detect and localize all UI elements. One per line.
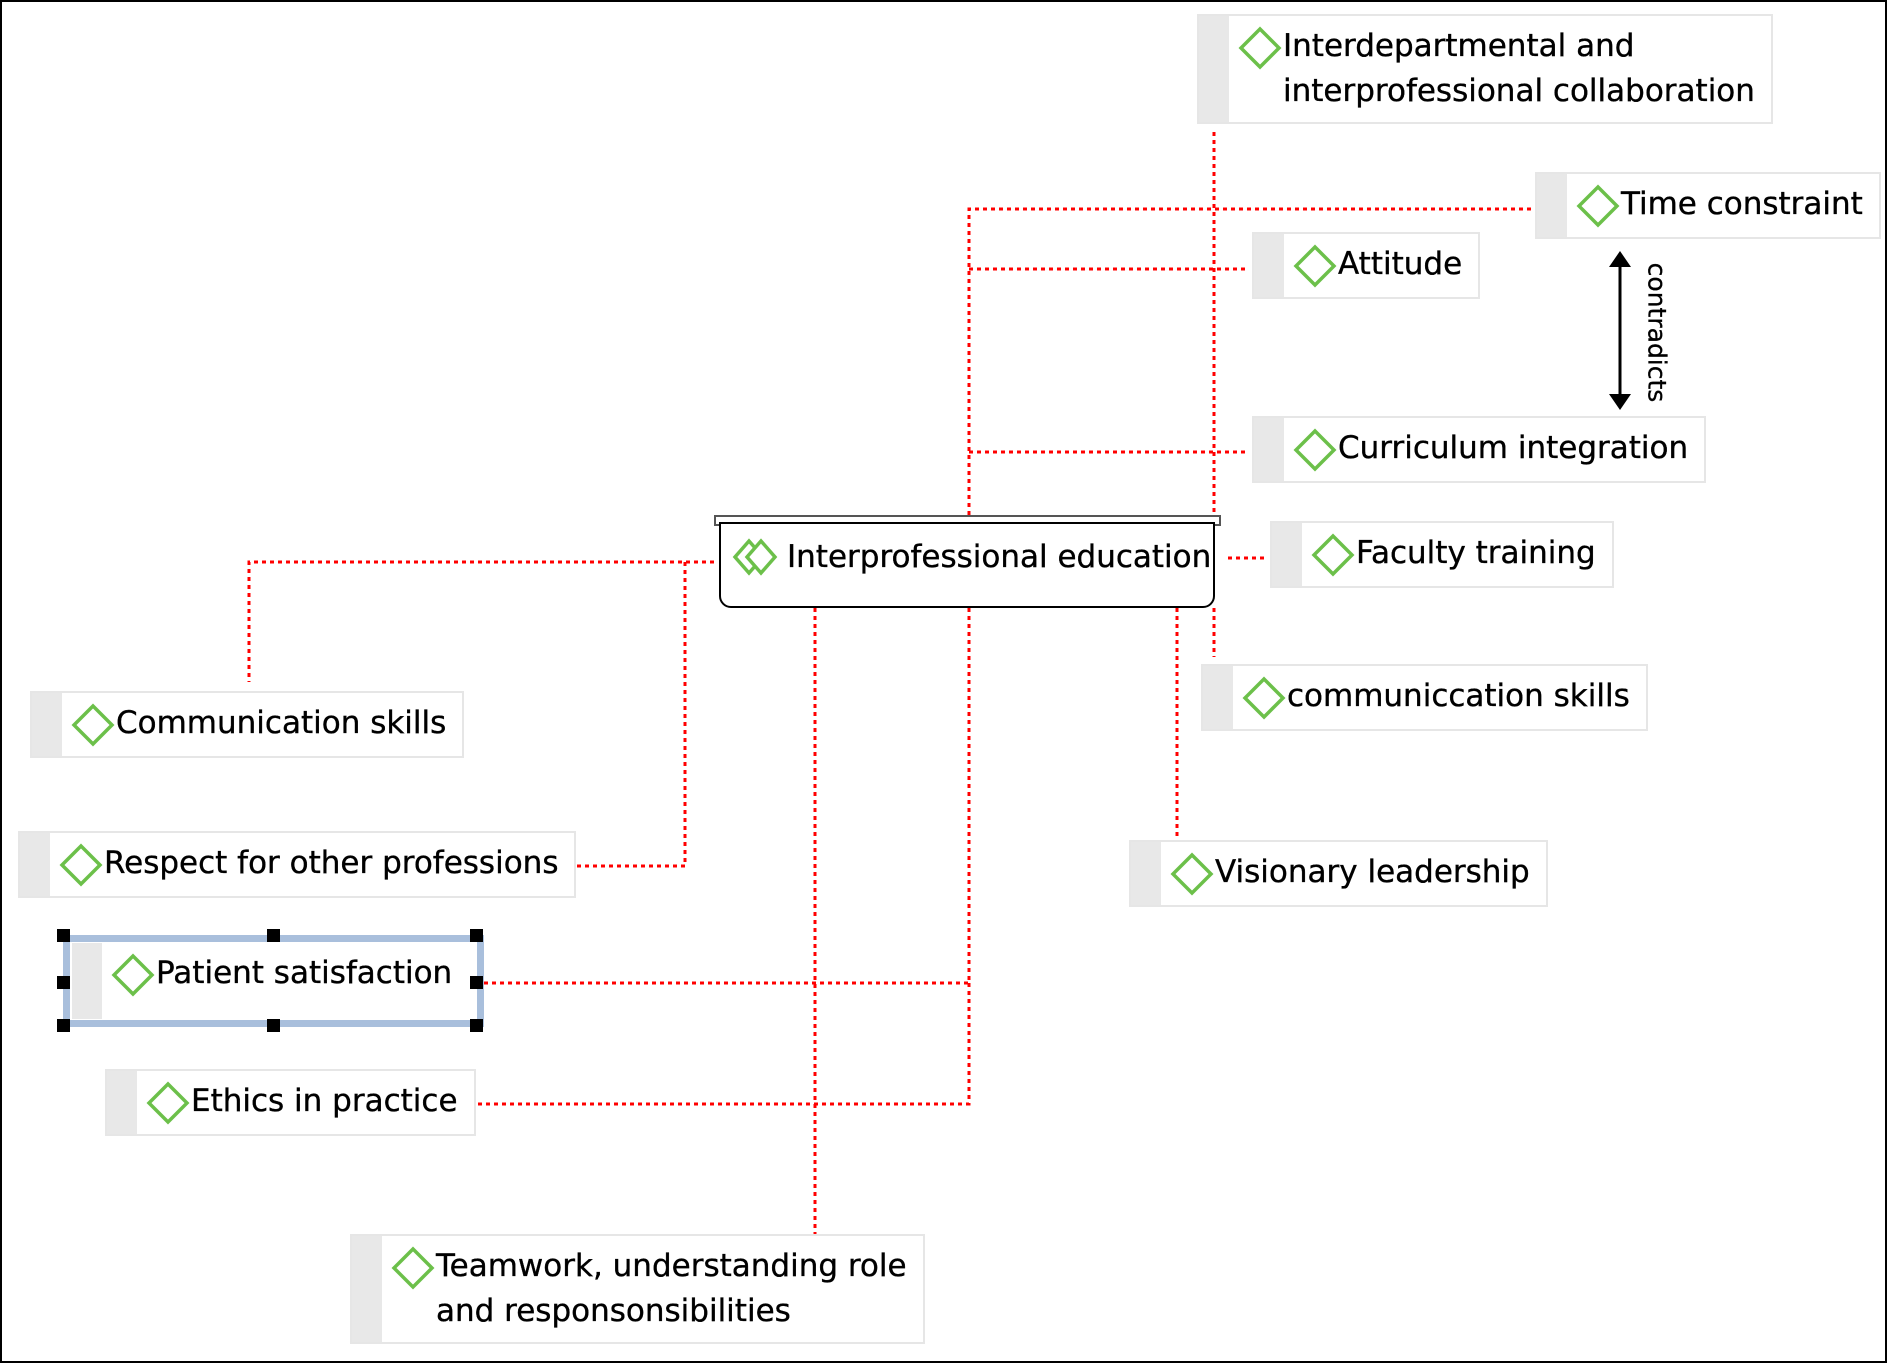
node-label: communiccation skills <box>1287 678 1630 714</box>
node-teamwork[interactable]: Teamwork, understanding role and respons… <box>350 1234 925 1344</box>
diamond-code-icon <box>1293 428 1337 472</box>
node-stripe <box>1272 523 1302 586</box>
diamond <box>1293 244 1337 288</box>
diamond <box>59 843 103 887</box>
link-respect <box>572 562 687 868</box>
diamond-code-icon <box>1293 244 1337 288</box>
double-diamond-code-icon <box>732 538 778 576</box>
node-patient-satisfaction[interactable]: Patient satisfaction <box>72 943 476 1019</box>
node-label: Patient satisfaction <box>156 955 453 991</box>
node-stripe <box>1254 234 1284 297</box>
node-stripe <box>107 1071 137 1134</box>
dotted-links <box>247 132 1535 1235</box>
resize-handle-bottom-left[interactable] <box>57 1019 70 1032</box>
diamond <box>391 1246 435 1290</box>
diamond-code-icon <box>1311 533 1355 577</box>
node-label-line-2: and responsonsibilities <box>436 1293 791 1329</box>
diamond <box>1576 184 1620 228</box>
diamond-code-icon <box>1170 852 1214 896</box>
node-communiccation-skills[interactable]: communiccation skills <box>1201 664 1648 731</box>
node-label: Curriculum integration <box>1338 430 1689 466</box>
node-stripe <box>32 693 62 756</box>
node-label-line-1: Interdepartmental and <box>1283 28 1635 64</box>
link-communication-skills <box>247 560 714 682</box>
diamond <box>1311 533 1355 577</box>
diamond-code-icon <box>71 703 115 747</box>
link-time-constraint <box>967 207 1535 515</box>
resize-handle-middle-left[interactable] <box>57 976 70 989</box>
node-label: Attitude <box>1338 246 1463 282</box>
node-label: Respect for other professions <box>104 845 559 881</box>
node-visionary-leadership[interactable]: Visionary leadership <box>1129 840 1548 907</box>
node-stripe <box>1199 16 1229 122</box>
resize-handle-top-middle[interactable] <box>267 929 280 942</box>
node-curriculum-integration[interactable]: Curriculum integration <box>1252 416 1707 483</box>
node-stripe <box>1203 666 1233 729</box>
node-respect-for-other-professions[interactable]: Respect for other professions <box>18 831 577 898</box>
node-label: Time constraint <box>1621 186 1863 222</box>
resize-handle-top-left[interactable] <box>57 929 70 942</box>
diamond-front <box>744 538 778 576</box>
node-stripe <box>1131 842 1161 905</box>
resize-handle-middle-right[interactable] <box>470 976 483 989</box>
relation-label-text: contradicts <box>1642 262 1672 402</box>
double-arrow-icon <box>1609 251 1631 410</box>
node-label: Ethics in practice <box>191 1083 458 1119</box>
node-label: Visionary leadership <box>1215 854 1530 890</box>
diamond <box>111 953 155 997</box>
diamond-code-icon <box>391 1246 435 1290</box>
center-node-label: Interprofessional education <box>787 539 1212 575</box>
diamond-code-icon <box>1576 184 1620 228</box>
selection-frame <box>63 935 484 1027</box>
diamond-code-icon <box>59 843 103 887</box>
diamond <box>71 703 115 747</box>
node-communication-skills[interactable]: Communication skills <box>30 691 465 758</box>
diamond <box>146 1081 190 1125</box>
node-time-constraint[interactable]: Time constraint <box>1535 172 1881 239</box>
node-label: Faculty training <box>1356 535 1596 571</box>
link-patient-satisfaction <box>484 608 971 985</box>
diamond-code-icon <box>146 1081 190 1125</box>
node-label-line-1: Teamwork, understanding role <box>436 1248 907 1284</box>
relation-arrow-head-up <box>1609 251 1631 267</box>
node-label: Communication skills <box>116 705 447 741</box>
node-stripe <box>20 833 50 896</box>
diamond-code-icon <box>111 953 155 997</box>
node-stripe <box>72 943 102 1019</box>
node-stripe <box>352 1236 382 1342</box>
diamond <box>1242 676 1286 720</box>
diamond <box>1170 852 1214 896</box>
relation-label[interactable]: contradicts <box>1630 257 1684 407</box>
node-ethics-in-practice[interactable]: Ethics in practice <box>105 1069 476 1136</box>
node-stripe <box>1537 174 1567 237</box>
link-ethics <box>477 983 971 1106</box>
relation-arrow-head-down <box>1609 394 1631 410</box>
node-stripe <box>1254 418 1284 481</box>
center-node-interprofessional-education[interactable]: Interprofessional education <box>719 522 1215 608</box>
diamond-code-icon <box>1242 676 1286 720</box>
node-attitude[interactable]: Attitude <box>1252 232 1481 299</box>
resize-handle-bottom-right[interactable] <box>470 1019 483 1032</box>
diamond-code-icon <box>1238 26 1282 70</box>
diamond <box>1293 428 1337 472</box>
resize-handle-top-right[interactable] <box>470 929 483 942</box>
resize-handle-bottom-middle[interactable] <box>267 1019 280 1032</box>
node-label-line-2: interprofessional collaboration <box>1283 73 1755 109</box>
node-interdepartmental-collaboration[interactable]: Interdepartmental and interprofessional … <box>1197 14 1773 124</box>
diamond <box>1238 26 1282 70</box>
node-faculty-training[interactable]: Faculty training <box>1270 521 1614 588</box>
